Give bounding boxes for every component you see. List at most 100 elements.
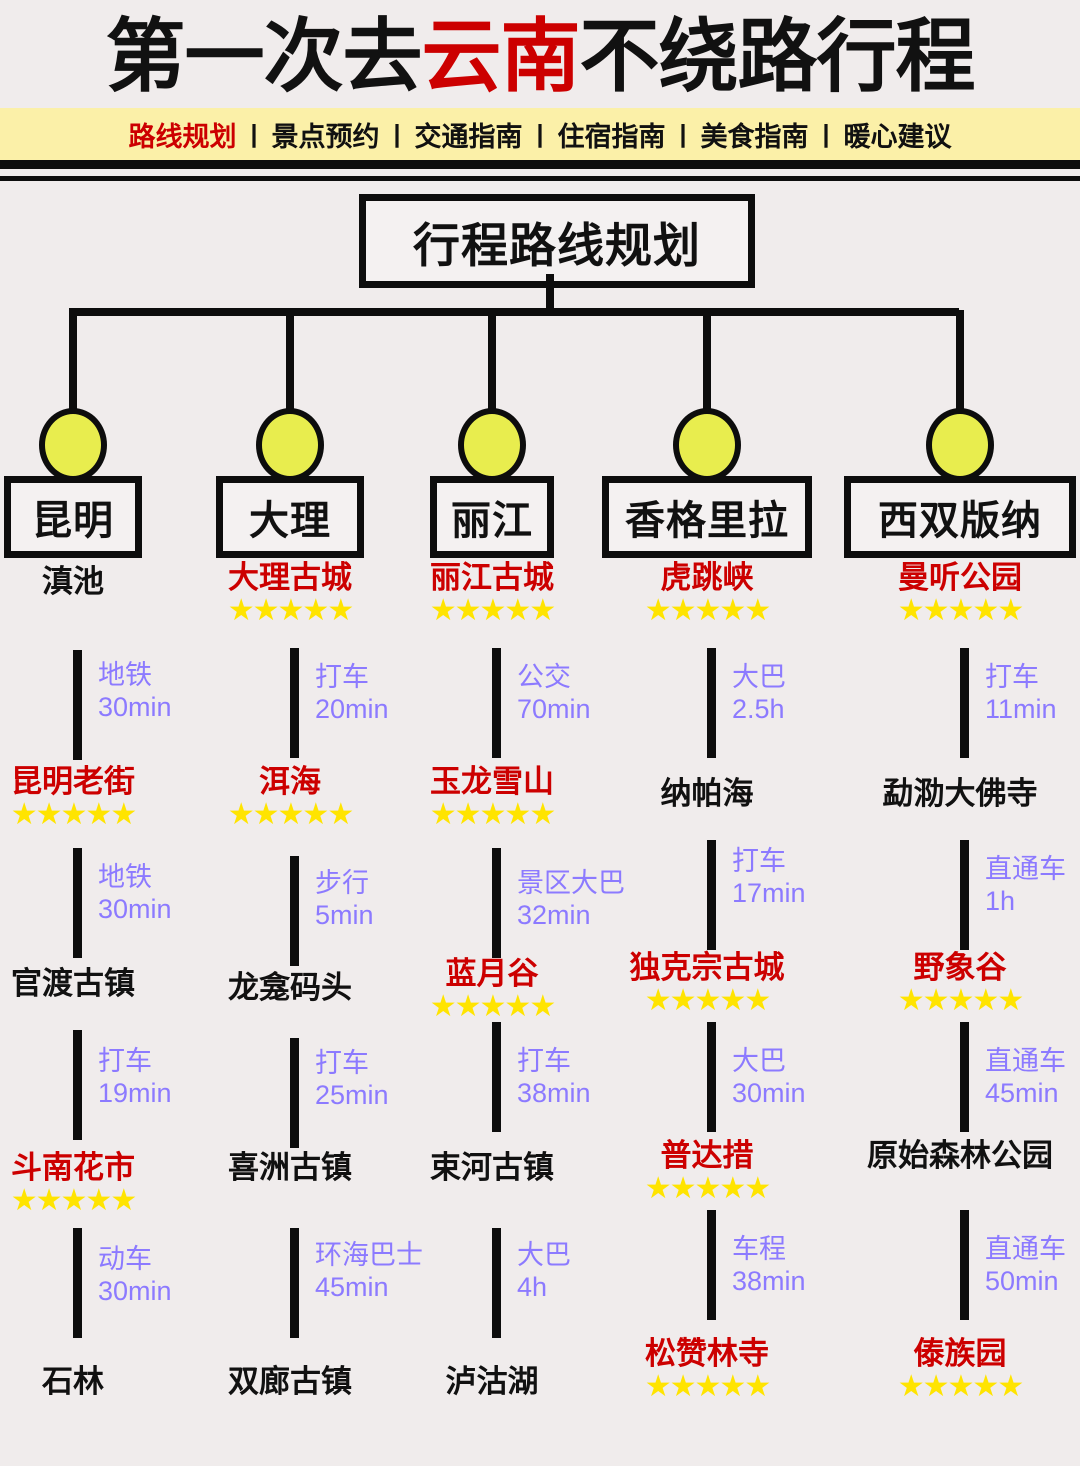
edge-duration: 30min	[98, 893, 172, 924]
stop-name: 虎跳峡	[660, 560, 754, 595]
edge-connector-西双版纳-1	[960, 840, 969, 950]
stop-rating-stars: ★★★★★	[897, 1370, 1024, 1403]
stop-rating-stars: ★★★★★	[429, 990, 556, 1023]
edge-transport-mode: 打车	[315, 1048, 369, 1078]
stop-name: 蓝月谷	[445, 956, 539, 991]
stop-rating-stars: ★★★★★	[227, 594, 354, 627]
city-connector-香格里拉	[703, 310, 711, 410]
stop-name: 斗南花市	[11, 1150, 135, 1185]
stop-name: 束河古镇	[430, 1150, 554, 1185]
edge-connector-昆明-3	[73, 1228, 82, 1338]
stop-rating-stars: ★★★★★	[429, 798, 556, 831]
city-node-大理[interactable]: 大理	[216, 476, 364, 558]
tab-separator: |	[250, 119, 258, 148]
edge-connector-西双版纳-0	[960, 648, 969, 758]
trunk-horizontal-connector	[69, 308, 959, 316]
page-title-segment-2: 不绕路行程	[579, 12, 976, 101]
edge-transport-mode: 大巴	[732, 1046, 786, 1076]
tab-1[interactable]: 景点预约	[271, 121, 380, 152]
stop-name: 洱海	[259, 764, 321, 799]
tab-2[interactable]: 交通指南	[414, 121, 523, 152]
edge-duration: 20min	[315, 693, 389, 724]
edge-connector-昆明-1	[73, 848, 82, 958]
stop-name: 龙龛码头	[228, 970, 352, 1005]
edge-connector-丽江-0	[492, 648, 501, 758]
edge-duration: 30min	[98, 691, 172, 722]
stop-rating-stars: ★★★★★	[897, 594, 1024, 627]
city-connector-大理	[286, 310, 294, 410]
edge-transport-mode: 直通车	[985, 854, 1066, 884]
tab-separator: |	[679, 119, 687, 148]
edge-transport-mode: 环海巴士	[315, 1240, 423, 1270]
edge-duration: 30min	[98, 1275, 172, 1306]
edge-transport-mode: 打车	[517, 1046, 571, 1076]
tab-4[interactable]: 美食指南	[700, 121, 809, 152]
edge-connector-丽江-2	[492, 1022, 501, 1132]
edge-transport-mode: 地铁	[98, 660, 152, 690]
tab-0-active[interactable]: 路线规划	[128, 121, 237, 152]
edge-duration: 32min	[517, 899, 591, 930]
stop-name: 大理古城	[228, 560, 352, 595]
edge-connector-西双版纳-2	[960, 1022, 969, 1132]
stop-name: 丽江古城	[430, 560, 554, 595]
edge-duration: 17min	[732, 877, 806, 908]
edge-duration: 19min	[98, 1077, 172, 1108]
edge-duration: 30min	[732, 1077, 806, 1108]
stop-name: 昆明老街	[11, 764, 135, 799]
edge-connector-大理-0	[290, 648, 299, 758]
edge-connector-大理-3	[290, 1228, 299, 1338]
edge-transport-mode: 大巴	[517, 1240, 571, 1270]
tab-5[interactable]: 暖心建议	[843, 121, 952, 152]
stop-name: 玉龙雪山	[430, 764, 554, 799]
edge-connector-大理-2	[290, 1038, 299, 1148]
stop-rating-stars: ★★★★★	[644, 594, 771, 627]
stop-name: 官渡古镇	[11, 966, 135, 1001]
edge-connector-昆明-0	[73, 650, 82, 760]
city-node-香格里拉[interactable]: 香格里拉	[602, 476, 812, 558]
city-node-昆明[interactable]: 昆明	[4, 476, 142, 558]
edge-duration: 45min	[315, 1271, 389, 1302]
tab-3[interactable]: 住宿指南	[557, 121, 666, 152]
edge-duration: 11min	[985, 693, 1057, 724]
header-divider-thick	[0, 160, 1080, 169]
stop-rating-stars: ★★★★★	[644, 1370, 771, 1403]
edge-connector-丽江-3	[492, 1228, 501, 1338]
edge-transport-mode: 公交	[517, 662, 571, 692]
edge-connector-香格里拉-2	[707, 1022, 716, 1132]
edge-transport-mode: 直通车	[985, 1046, 1066, 1076]
city-node-丽江[interactable]: 丽江	[430, 476, 554, 558]
stop-name: 纳帕海	[660, 776, 754, 811]
city-bubble-香格里拉	[673, 408, 741, 482]
stop-name: 傣族园	[913, 1336, 1007, 1371]
city-node-西双版纳[interactable]: 西双版纳	[844, 476, 1076, 558]
edge-duration: 38min	[517, 1077, 591, 1108]
stop-name: 普达措	[660, 1138, 754, 1173]
edge-duration: 45min	[985, 1077, 1059, 1108]
edge-transport-mode: 动车	[98, 1244, 152, 1274]
stop-name: 喜洲古镇	[228, 1150, 352, 1185]
city-bubble-丽江	[458, 408, 526, 482]
edge-transport-mode: 景区大巴	[517, 868, 625, 898]
edge-connector-西双版纳-3	[960, 1210, 969, 1320]
stop-name: 松赞林寺	[645, 1336, 769, 1371]
tab-separator: |	[822, 119, 830, 148]
header-divider-thin	[0, 176, 1080, 181]
stop-rating-stars: ★★★★★	[429, 594, 556, 627]
